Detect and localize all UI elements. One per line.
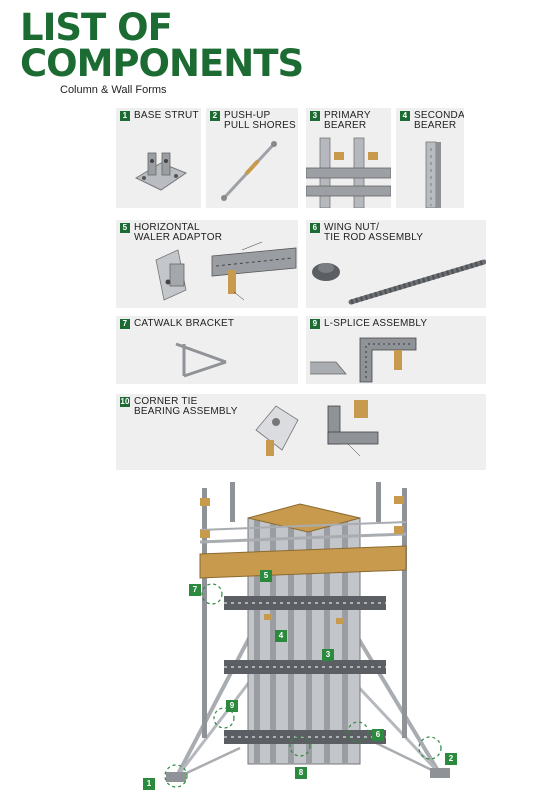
component-card-l-splice-assembly: 9 L-SPLICE ASSEMBLY <box>306 316 486 384</box>
component-label: HORIZONTAL WALER ADAPTOR <box>134 222 223 243</box>
base-strut-illustration <box>134 152 188 191</box>
component-number: 9 <box>310 319 320 329</box>
callout-marker-6: 6 <box>372 729 384 741</box>
page-title: LIST OF COMPONENTS <box>20 6 304 85</box>
component-label: L-SPLICE ASSEMBLY <box>324 318 428 329</box>
l-splice-illustration <box>310 337 417 383</box>
component-number: 6 <box>310 223 320 233</box>
component-number: 4 <box>400 111 410 121</box>
component-card-catwalk-bracket: 7 CATWALK BRACKET <box>116 316 298 384</box>
callout-marker-4: 4 <box>275 630 287 642</box>
column-formwork-assembly-illustration <box>164 482 450 788</box>
callout-marker-9: 9 <box>226 700 238 712</box>
component-card-primary-bearer: 3 PRIMARY BEARER <box>306 108 391 208</box>
component-label: CATWALK BRACKET <box>134 318 235 329</box>
callout-marker-8: 8 <box>295 767 307 779</box>
corner-tie-bearing-illustration <box>255 400 379 457</box>
component-card-push-pull-shores: 2 PUSH-UP PULL SHORES <box>206 108 298 208</box>
callout-marker-5: 5 <box>260 570 272 582</box>
primary-bearer-illustration <box>306 137 391 208</box>
component-card-base-strut: 1 BASE STRUT <box>116 108 201 208</box>
page-subtitle: Column & Wall Forms <box>60 84 167 96</box>
component-number: 5 <box>120 223 130 233</box>
component-label: WING NUT/ TIE ROD ASSEMBLY <box>324 222 424 243</box>
component-number: 1 <box>120 111 130 121</box>
component-card-corner-tie-bearing: 10 CORNER TIE BEARING ASSEMBLY <box>116 394 486 470</box>
component-label: BASE STRUT <box>134 110 199 121</box>
component-number: 2 <box>210 111 220 121</box>
callout-marker-1: 1 <box>143 778 155 790</box>
component-label: SECONDARY BEARER <box>414 110 464 131</box>
component-card-secondary-bearer: 4 SECONDARY BEARER <box>396 108 464 208</box>
component-label: PUSH-UP PULL SHORES <box>224 110 296 131</box>
component-number: 3 <box>310 111 320 121</box>
wing-nut-tie-rod-illustration <box>312 259 486 305</box>
component-card-horizontal-waler-adaptor: 5 HORIZONTAL WALER ADAPTOR <box>116 220 298 308</box>
secondary-bearer-illustration <box>425 141 441 208</box>
component-card-wing-nut-tie-rod: 6 WING NUT/ TIE ROD ASSEMBLY <box>306 220 486 308</box>
callout-marker-3: 3 <box>322 649 334 661</box>
callout-marker-2: 2 <box>445 753 457 765</box>
push-pull-shore-illustration <box>221 141 277 201</box>
title-line-2: COMPONENTS <box>20 42 304 85</box>
component-label: CORNER TIE BEARING ASSEMBLY <box>134 396 238 417</box>
component-number: 7 <box>120 319 130 329</box>
catwalk-bracket-illustration <box>175 342 227 378</box>
title-line-1: LIST OF <box>20 6 173 49</box>
component-label: PRIMARY BEARER <box>324 110 371 131</box>
component-number: 10 <box>120 397 130 407</box>
waler-adaptor-illustration <box>155 241 297 301</box>
callout-marker-7: 7 <box>189 584 201 596</box>
